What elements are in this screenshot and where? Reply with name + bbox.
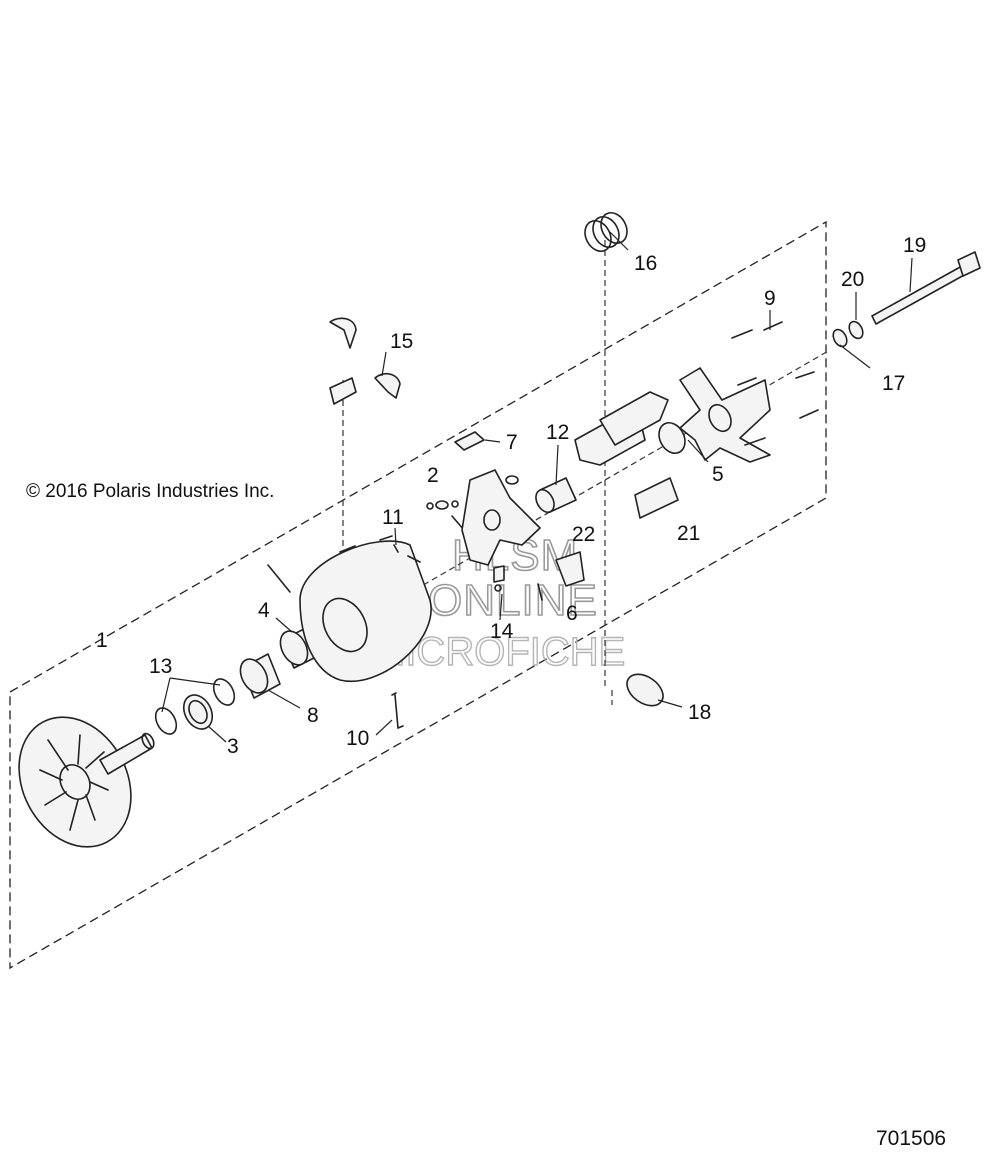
callout-15: 15 bbox=[390, 330, 413, 353]
cover-part bbox=[574, 391, 679, 519]
flat-washer-part bbox=[848, 320, 864, 340]
spider-bushing-part bbox=[535, 477, 577, 514]
callout-3: 3 bbox=[227, 735, 239, 758]
washer-part bbox=[626, 673, 664, 707]
moveable-bushing-part bbox=[279, 627, 319, 669]
callout-11: 11 bbox=[382, 506, 404, 529]
spider-part bbox=[461, 469, 541, 566]
callout-18: 18 bbox=[688, 701, 711, 724]
shim-part bbox=[537, 583, 543, 601]
callout-21: 21 bbox=[677, 522, 700, 545]
roller-pin-part bbox=[426, 500, 465, 531]
callout-6: 6 bbox=[566, 602, 578, 625]
pin-part bbox=[391, 692, 404, 729]
set-screw-part bbox=[393, 544, 399, 553]
callout-19: 19 bbox=[903, 234, 926, 257]
leader-lines bbox=[161, 231, 913, 743]
bearing-part bbox=[239, 653, 281, 699]
cover-bushing-part bbox=[658, 421, 686, 455]
retaining-bolt-part bbox=[871, 251, 981, 325]
copyright-text: © 2016 Polaris Industries Inc. bbox=[26, 481, 274, 502]
callout-1: 1 bbox=[96, 629, 108, 652]
callout-20: 20 bbox=[841, 268, 864, 291]
callout-13: 13 bbox=[149, 655, 172, 678]
callout-14: 14 bbox=[490, 620, 514, 643]
spring-part bbox=[584, 211, 628, 253]
callout-labels: 1 2 3 4 5 6 7 8 9 10 11 12 13 14 15 16 1… bbox=[96, 234, 926, 758]
flyweight-part bbox=[329, 317, 401, 405]
cover-plate-part bbox=[679, 367, 771, 463]
moveable-sheave-part bbox=[299, 535, 432, 683]
fixed-sheave-part bbox=[18, 716, 155, 848]
callout-4: 4 bbox=[258, 599, 270, 622]
bushing-part bbox=[182, 694, 214, 730]
callout-17: 17 bbox=[882, 372, 905, 395]
dowel-pin-part bbox=[267, 564, 291, 593]
callout-10: 10 bbox=[346, 727, 369, 750]
callout-2: 2 bbox=[427, 464, 439, 487]
callout-22: 22 bbox=[572, 523, 595, 546]
callout-8: 8 bbox=[307, 704, 319, 727]
o-ring-part bbox=[154, 678, 236, 735]
bolt-part bbox=[731, 321, 819, 446]
callout-5: 5 bbox=[712, 463, 724, 486]
spacer-part bbox=[832, 328, 848, 348]
bracket-part bbox=[555, 551, 585, 587]
callout-12: 12 bbox=[546, 421, 569, 444]
thrust-pad-part bbox=[493, 565, 505, 592]
callout-16: 16 bbox=[634, 252, 657, 275]
callout-7: 7 bbox=[506, 431, 518, 454]
figure-code: 701506 bbox=[876, 1127, 946, 1150]
callout-9: 9 bbox=[764, 287, 776, 310]
roller-part bbox=[454, 431, 485, 451]
